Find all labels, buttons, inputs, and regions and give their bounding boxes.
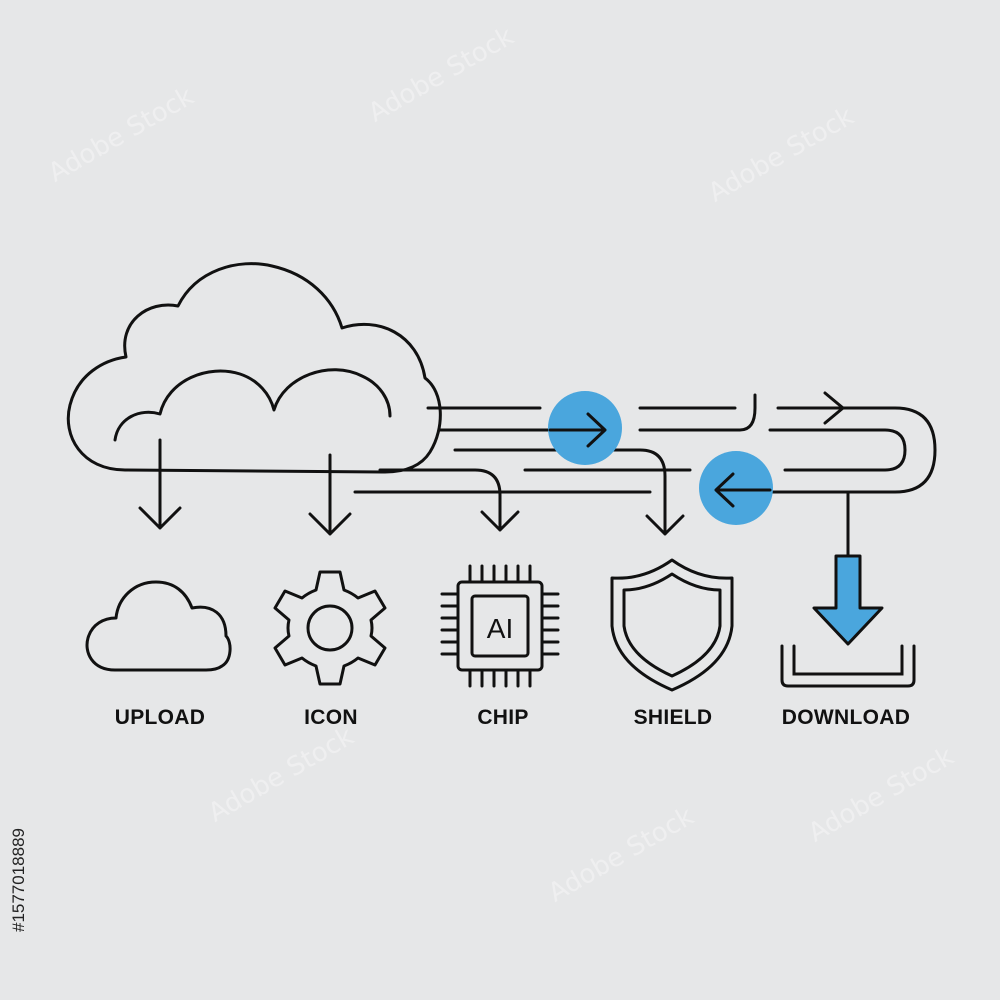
label-chip: CHIP	[477, 706, 529, 729]
arrow-right-icon	[548, 412, 607, 448]
flow-line	[718, 406, 937, 494]
inner-cloud-icon	[113, 368, 392, 442]
stock-id: #1577018889	[4, 760, 34, 1000]
shield-icon	[610, 558, 734, 692]
arrow-down-icon	[480, 498, 520, 532]
gear-icon	[273, 570, 387, 686]
large-cloud-icon	[66, 262, 442, 474]
arrow-right-icon	[788, 391, 845, 425]
flow-line	[378, 468, 502, 524]
label-shield: SHIELD	[633, 706, 713, 729]
stock-id-text: #1577018889	[9, 827, 28, 933]
backward-circle	[699, 451, 773, 525]
label-download: DOWNLOAD	[781, 706, 911, 729]
upload-cloud-icon	[85, 580, 232, 672]
arrow-down-icon	[308, 453, 352, 536]
chip-text: AI	[487, 613, 513, 644]
arrow-left-icon	[714, 472, 772, 508]
flow-line	[453, 448, 667, 524]
flow-line	[768, 428, 907, 472]
arrow-down-icon	[645, 498, 685, 536]
label-upload: UPLOAD	[114, 706, 206, 729]
ai-chip-icon	[440, 564, 560, 688]
flow-line	[638, 393, 757, 432]
forward-circle	[548, 391, 622, 465]
label-icon: ICON	[304, 706, 358, 729]
download-icon	[780, 554, 916, 688]
arrow-down-icon	[138, 438, 182, 530]
